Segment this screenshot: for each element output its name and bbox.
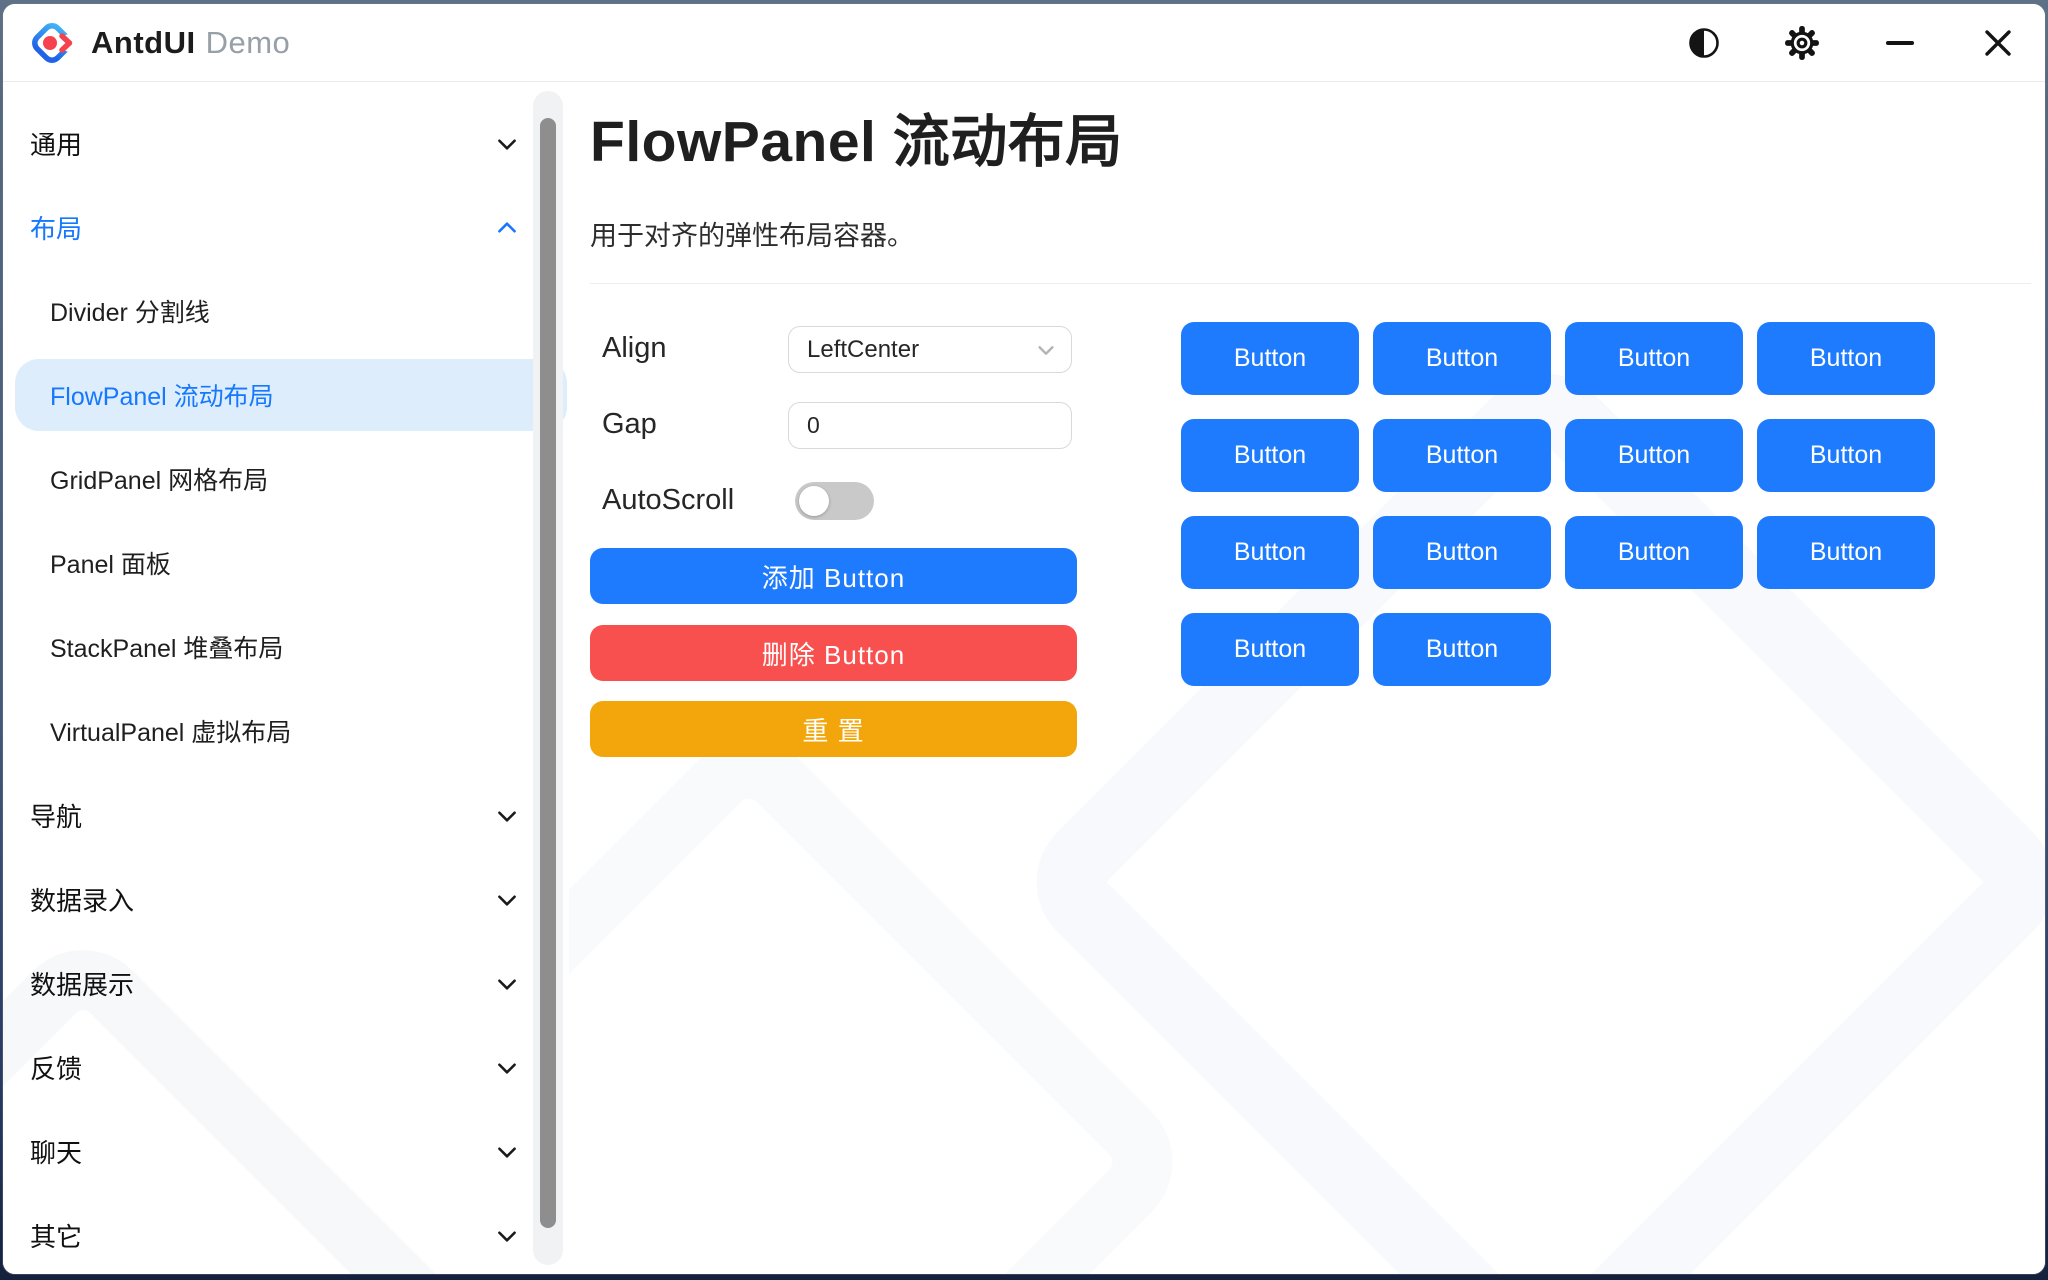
toggle-knob [799,486,829,516]
sidebar-item-panel[interactable]: Panel 面板 [3,521,569,605]
page-title: FlowPanel 流动布局 [590,110,1123,174]
autoscroll-label: AutoScroll [602,484,735,516]
sidebar-item-label: 聊天 [30,1137,83,1168]
minimize-button[interactable] [1878,21,1922,65]
page-subtitle: 用于对齐的弹性布局容器。 [590,221,914,251]
main-content: FlowPanel 流动布局 用于对齐的弹性布局容器。 Align LeftCe… [569,82,2045,1274]
sidebar-item-label: 其它 [30,1221,83,1252]
sidebar-item-label: 布局 [30,213,83,244]
add-button[interactable]: 添加 Button [590,548,1077,604]
chevron-down-icon [494,971,520,997]
align-select-value: LeftCenter [807,335,920,363]
app-title-suffix: Demo [205,24,291,60]
flow-demo-button[interactable]: Button [1565,322,1743,395]
flow-demo-button[interactable]: Button [1757,322,1935,395]
sidebar-item-layout[interactable]: 布局 [3,185,569,269]
sidebar-item-label: 导航 [30,801,83,832]
sidebar-item-label: VirtualPanel 虚拟布局 [50,719,292,747]
gap-input[interactable]: 0 [788,402,1072,449]
autoscroll-toggle[interactable] [795,482,874,520]
sidebar-item-label: StackPanel 堆叠布局 [50,635,284,663]
gap-label: Gap [602,408,657,440]
sidebar-item-label: 数据录入 [30,885,135,916]
sidebar-item-gridpanel[interactable]: GridPanel 网格布局 [3,437,569,521]
sidebar-item-label: 数据展示 [30,969,135,1000]
flow-demo-button[interactable]: Button [1373,613,1551,686]
sidebar-item-flowpanel[interactable]: FlowPanel 流动布局 [3,353,569,437]
sidebar: 通用 布局 Divider 分割线 FlowPanel 流动布局 GridPan… [3,82,569,1274]
sidebar-item-label: Divider 分割线 [50,299,210,327]
chevron-down-icon [494,803,520,829]
sidebar-item-other[interactable]: 其它 [3,1193,569,1274]
minimize-icon [1886,40,1914,45]
theme-toggle-button[interactable] [1682,21,1726,65]
flow-demo-button[interactable]: Button [1757,419,1935,492]
align-select[interactable]: LeftCenter [788,326,1072,373]
flow-demo-button[interactable]: Button [1181,516,1359,589]
titlebar-actions [1682,21,2020,65]
sidebar-menu: 通用 布局 Divider 分割线 FlowPanel 流动布局 GridPan… [3,101,569,1274]
sidebar-item-nav[interactable]: 导航 [3,773,569,857]
gap-input-value: 0 [807,412,820,438]
sidebar-item-label: GridPanel 网格布局 [50,467,269,495]
align-label: Align [602,332,667,364]
header-divider [590,283,2031,284]
flow-demo-button[interactable]: Button [1373,516,1551,589]
flow-demo-button[interactable]: Button [1565,419,1743,492]
flow-demo-button[interactable]: Button [1181,613,1359,686]
gear-icon [1785,25,1819,60]
chevron-down-icon [494,887,520,913]
sidebar-item-label: Panel 面板 [50,551,171,579]
chevron-down-icon [494,1055,520,1081]
flow-demo-button[interactable]: Button [1565,516,1743,589]
reset-button[interactable]: 重 置 [590,701,1077,757]
sidebar-scrollbar-track[interactable] [533,91,563,1265]
chevron-down-icon [1035,339,1057,368]
sidebar-item-label: 反馈 [30,1053,83,1084]
sidebar-item-data-display[interactable]: 数据展示 [3,941,569,1025]
remove-button[interactable]: 删除 Button [590,625,1077,681]
chevron-down-icon [494,1139,520,1165]
flow-demo-button[interactable]: Button [1373,419,1551,492]
chevron-down-icon [494,1223,520,1249]
sidebar-item-general[interactable]: 通用 [3,101,569,185]
sidebar-scrollbar-thumb[interactable] [540,118,556,1228]
antdui-logo-icon [32,22,75,63]
half-moon-icon [1689,27,1719,58]
sidebar-item-label: 通用 [30,129,83,160]
sidebar-item-label: FlowPanel 流动布局 [50,383,274,411]
sidebar-item-divider[interactable]: Divider 分割线 [3,269,569,353]
chevron-up-icon [494,215,520,241]
sidebar-item-feedback[interactable]: 反馈 [3,1025,569,1109]
sidebar-item-data-entry[interactable]: 数据录入 [3,857,569,941]
app-title-brand: AntdUI [91,24,196,60]
flow-demo-button[interactable]: Button [1181,322,1359,395]
close-icon [1985,29,2011,56]
background-watermark [569,709,1202,1274]
settings-button[interactable] [1780,21,1824,65]
sidebar-item-stackpanel[interactable]: StackPanel 堆叠布局 [3,605,569,689]
close-button[interactable] [1976,21,2020,65]
flow-demo-button[interactable]: Button [1181,419,1359,492]
chevron-down-icon [494,131,520,157]
sidebar-item-virtualpanel[interactable]: VirtualPanel 虚拟布局 [3,689,569,773]
sidebar-item-chat[interactable]: 聊天 [3,1109,569,1193]
flow-demo-button[interactable]: Button [1373,322,1551,395]
flow-demo-button[interactable]: Button [1757,516,1935,589]
